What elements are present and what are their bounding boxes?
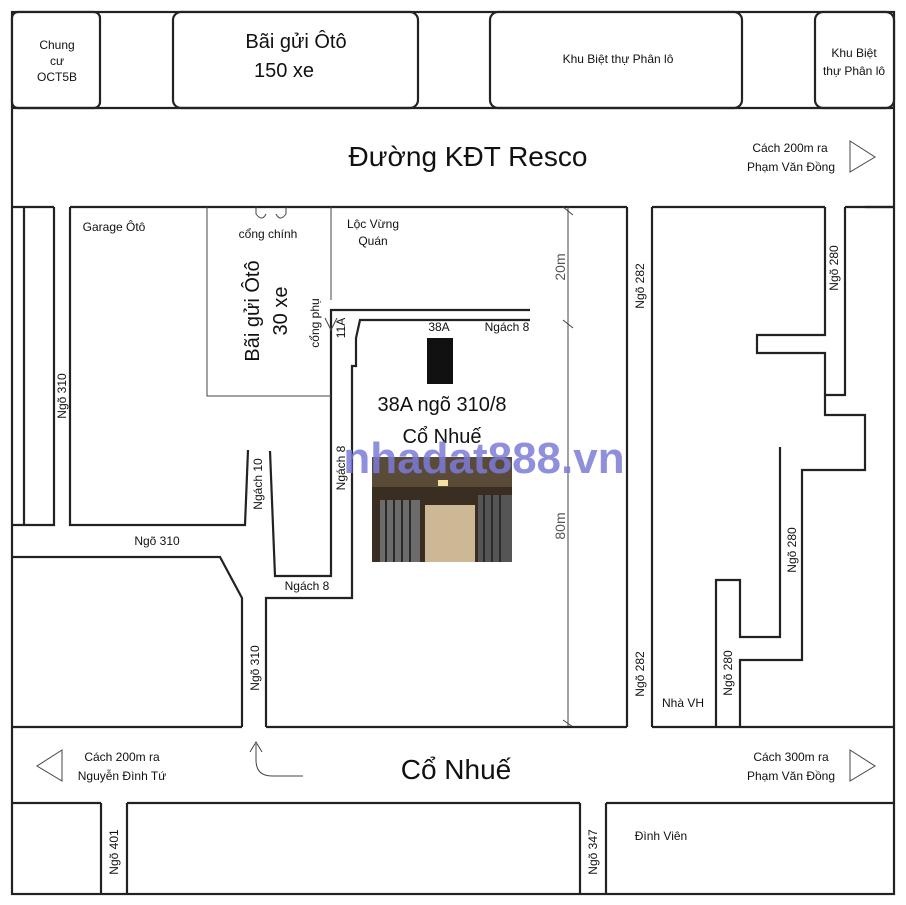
ngo310-left-label: Ngõ 310 [55,373,69,419]
ngach10-label: Ngách 10 [251,458,265,510]
ngach8-inner-path [268,308,530,578]
ngach8-bottom-label: Ngách 8 [285,579,330,593]
apartment-label-2: cư [50,54,64,68]
parking-small-label-2: 30 xe [270,287,292,336]
restaurant-label-2: Quán [358,234,387,248]
ngo347-label: Ngõ 347 [586,829,600,875]
watermark: nhadat888.vn [343,434,624,483]
house-38a-label: 38A [428,320,449,334]
ngach8-top-label: Ngách 8 [485,320,530,334]
co-nhue-road-label: Cổ Nhuế [401,754,512,785]
map-frame [10,10,896,896]
to-pvd-top-1: Cách 200m ra [752,141,828,155]
to-pvd-bottom-2: Phạm Văn Đồng [747,769,835,783]
parking-small-label-1: Bãi gửi Ôtô [241,260,264,361]
triangle-right-icon [849,749,876,782]
apartment-label-3: OCT5B [37,70,77,84]
ngo310-mid-label: Ngõ 310 [134,534,180,548]
ngo280-top-label: Ngõ 280 [827,245,841,291]
dinh-vien-label: Đình Viên [635,829,687,843]
villa-right-label-1: Khu Biệt [831,46,877,60]
ngo310-left-block [12,207,56,527]
to-ndt-1: Cách 200m ra [84,750,160,764]
distance-80m: 80m [552,512,568,539]
culture-house-label: Nhà VH [662,696,704,710]
ngo282-bottom-label: Ngõ 282 [633,651,647,697]
tick-mid [562,319,574,329]
to-pvd-top-2: Phạm Văn Đồng [747,160,835,174]
u-turn-arrow-icon [249,741,303,777]
restaurant-label-1: Lộc Vừng [347,217,399,231]
ngo282-top-label: Ngõ 282 [633,263,647,309]
ngo310-bottom-label: Ngõ 310 [248,645,262,691]
target-address-line2: Cổ Nhuế [403,426,482,448]
resco-road-label: Đường KĐT Resco [349,141,588,172]
ngach8-outer-path [264,318,530,727]
apartment-label-1: Chung [39,38,74,52]
target-address-line1: 38A ngõ 310/8 [377,394,506,416]
side-gate-icon [324,317,338,332]
to-pvd-bottom-1: Cách 300m ra [753,750,829,764]
parking-big-label-2: 150 xe [254,60,314,82]
house-11a-label: 11A [334,318,348,338]
triangle-right-icon [849,140,876,173]
to-ndt-2: Nguyễn Đình Tứ [78,768,167,783]
ngo280-bottom-label: Ngõ 280 [721,650,735,696]
ngo401-label: Ngõ 401 [107,829,121,875]
block-villa-right [813,10,896,110]
tick-bottom [562,719,574,728]
ngo310-mid-lower [12,555,244,727]
ngo280-upper-notch [755,207,827,395]
ngach8-vertical-label: Ngách 8 [334,445,348,490]
side-gate-label: cổng phụ [308,298,322,347]
parking-big-label-1: Bãi gửi Ôtô [245,30,346,53]
triangle-left-icon [36,749,63,782]
garage-label: Garage Ôtô [83,219,146,234]
villa-right-label-2: thự Phân lô [823,64,885,78]
gate-icon [255,207,287,219]
tick-top [562,206,574,216]
ngo280-inner [714,447,782,727]
parking-small-edge [206,207,331,397]
house-photo [372,457,512,562]
ngo280-mid-label: Ngõ 280 [785,527,799,573]
main-gate-label: cổng chính [239,227,298,241]
distance-20m: 20m [552,253,568,280]
garage-block [68,207,250,527]
ngo280-outer [738,207,867,727]
target-marker [427,338,453,384]
villa-label: Khu Biệt thự Phân lô [563,52,674,66]
